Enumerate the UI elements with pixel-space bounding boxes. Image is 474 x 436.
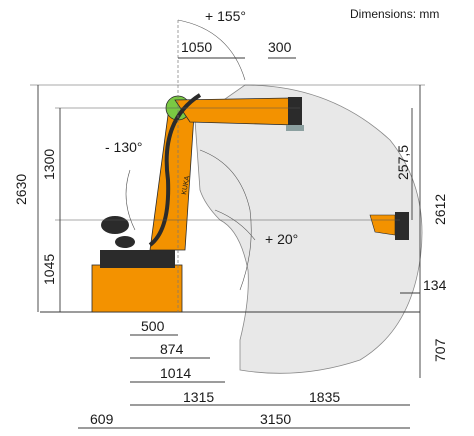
robot-logo-text: KUKA xyxy=(181,175,191,195)
work-envelope-area xyxy=(194,84,423,374)
dim-1050: 1050 xyxy=(181,39,212,55)
angle-a3: + 20° xyxy=(265,231,298,247)
inner-envelope-arc xyxy=(199,149,252,291)
a3-rotation-arc xyxy=(214,209,256,241)
robot-wrist-upper-flange xyxy=(286,125,304,131)
robot-base xyxy=(91,264,183,313)
dim-874: 874 xyxy=(160,341,184,357)
dim-500: 500 xyxy=(141,318,165,334)
angle-a1-min: - 130° xyxy=(105,139,143,155)
a1-rotation-arc xyxy=(177,19,246,81)
robot-wrist-lower xyxy=(395,212,409,240)
dim-1835: 1835 xyxy=(309,389,340,405)
counterbalance-2 xyxy=(115,236,135,248)
dim-257-5: 257,5 xyxy=(395,145,411,180)
dim-1014: 1014 xyxy=(160,365,191,381)
robot-cable-hose xyxy=(148,93,202,247)
dim-3150: 3150 xyxy=(260,411,291,427)
units-note: Dimensions: mm xyxy=(350,7,439,21)
dim-1315: 1315 xyxy=(183,389,214,405)
dim-707: 707 xyxy=(432,338,448,362)
dim-609: 609 xyxy=(90,411,114,427)
counterbalance xyxy=(101,216,129,234)
robot-wrist-upper xyxy=(288,97,302,127)
dim-2630: 2630 xyxy=(13,174,29,205)
dim-1045: 1045 xyxy=(41,254,57,285)
angle-a1-max: + 155° xyxy=(205,8,246,24)
dim-1300: 1300 xyxy=(41,149,57,180)
dim-2612: 2612 xyxy=(432,194,448,225)
dim-300: 300 xyxy=(268,39,292,55)
dim-134: 134 xyxy=(423,277,447,293)
a2-rotation-arc xyxy=(125,169,136,231)
robot-base-top xyxy=(100,250,175,268)
